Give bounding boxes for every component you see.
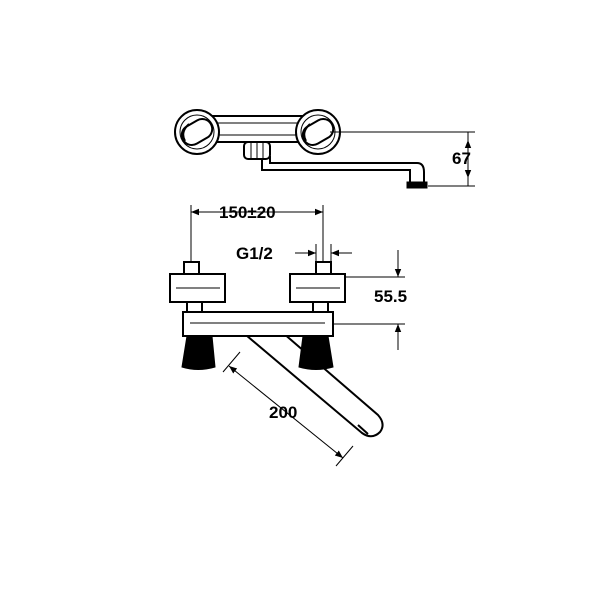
dim-200: 200 bbox=[222, 351, 354, 467]
front-body bbox=[182, 311, 334, 337]
front-right-fitting bbox=[289, 261, 346, 370]
dim-g12: G1/2 bbox=[236, 244, 352, 263]
front-view: 150±20 G1/2 55.5 200 bbox=[169, 203, 407, 467]
front-left-fitting bbox=[169, 261, 226, 370]
top-spout-inner bbox=[269, 156, 425, 186]
top-aerator bbox=[406, 181, 428, 189]
top-swivel-nut bbox=[243, 141, 271, 160]
top-view: 67 bbox=[174, 109, 475, 189]
dim-55-5-label: 55.5 bbox=[374, 287, 407, 306]
top-spout-outer bbox=[261, 159, 411, 186]
dim-67-label: 67 bbox=[452, 149, 471, 168]
dim-150-label: 150±20 bbox=[219, 203, 276, 222]
dim-150: 150±20 bbox=[190, 203, 324, 262]
top-right-handle bbox=[295, 109, 341, 155]
top-left-handle bbox=[174, 109, 220, 155]
dim-200-label: 200 bbox=[269, 403, 297, 422]
dim-g12-label: G1/2 bbox=[236, 244, 273, 263]
dim-55-5: 55.5 bbox=[333, 250, 407, 350]
dim-67: 67 bbox=[330, 131, 475, 187]
